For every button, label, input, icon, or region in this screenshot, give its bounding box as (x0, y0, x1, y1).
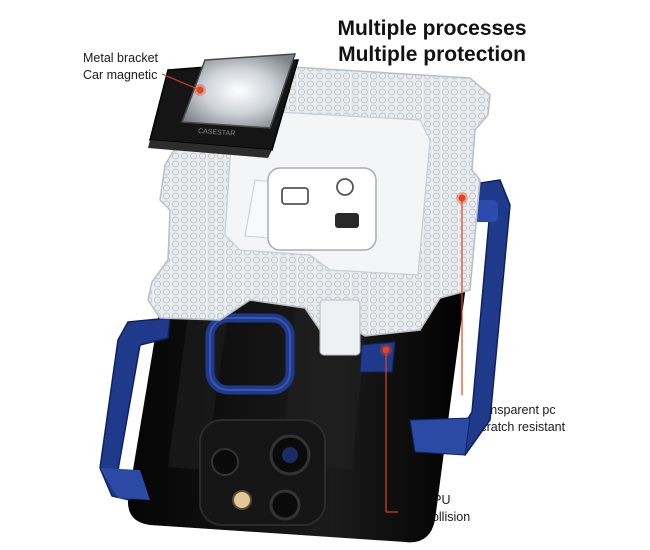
headline-line-2: Multiple protection (338, 43, 526, 66)
callout-transparent-pc: Transparent pc Scratch resistant (472, 402, 565, 436)
metal-bracket: CASESTAR (148, 53, 300, 158)
blue-bumper-frame (99, 179, 511, 502)
callout-metal-bracket: Metal bracket Car magnetic (83, 50, 158, 84)
tpu-marker-core (382, 346, 390, 354)
headline: Multiple processes Multiple protection (282, 16, 582, 68)
bracket-engraving: CASESTAR (198, 128, 236, 138)
camera-cutout (267, 167, 377, 251)
bracket-marker-core (196, 86, 204, 94)
callout-bracket-line-2: Car magnetic (83, 68, 158, 82)
callout-pc-line-2: Scratch resistant (472, 420, 566, 434)
camera-module (199, 419, 326, 526)
ring-kickstand (205, 313, 295, 395)
callout-bracket-line-1: Metal bracket (83, 51, 159, 65)
callout-pc-line-1: Transparent pc (472, 403, 556, 417)
leader-lines (161, 73, 468, 513)
pc-marker-core (458, 194, 466, 202)
headline-line-1: Multiple processes (337, 17, 527, 40)
